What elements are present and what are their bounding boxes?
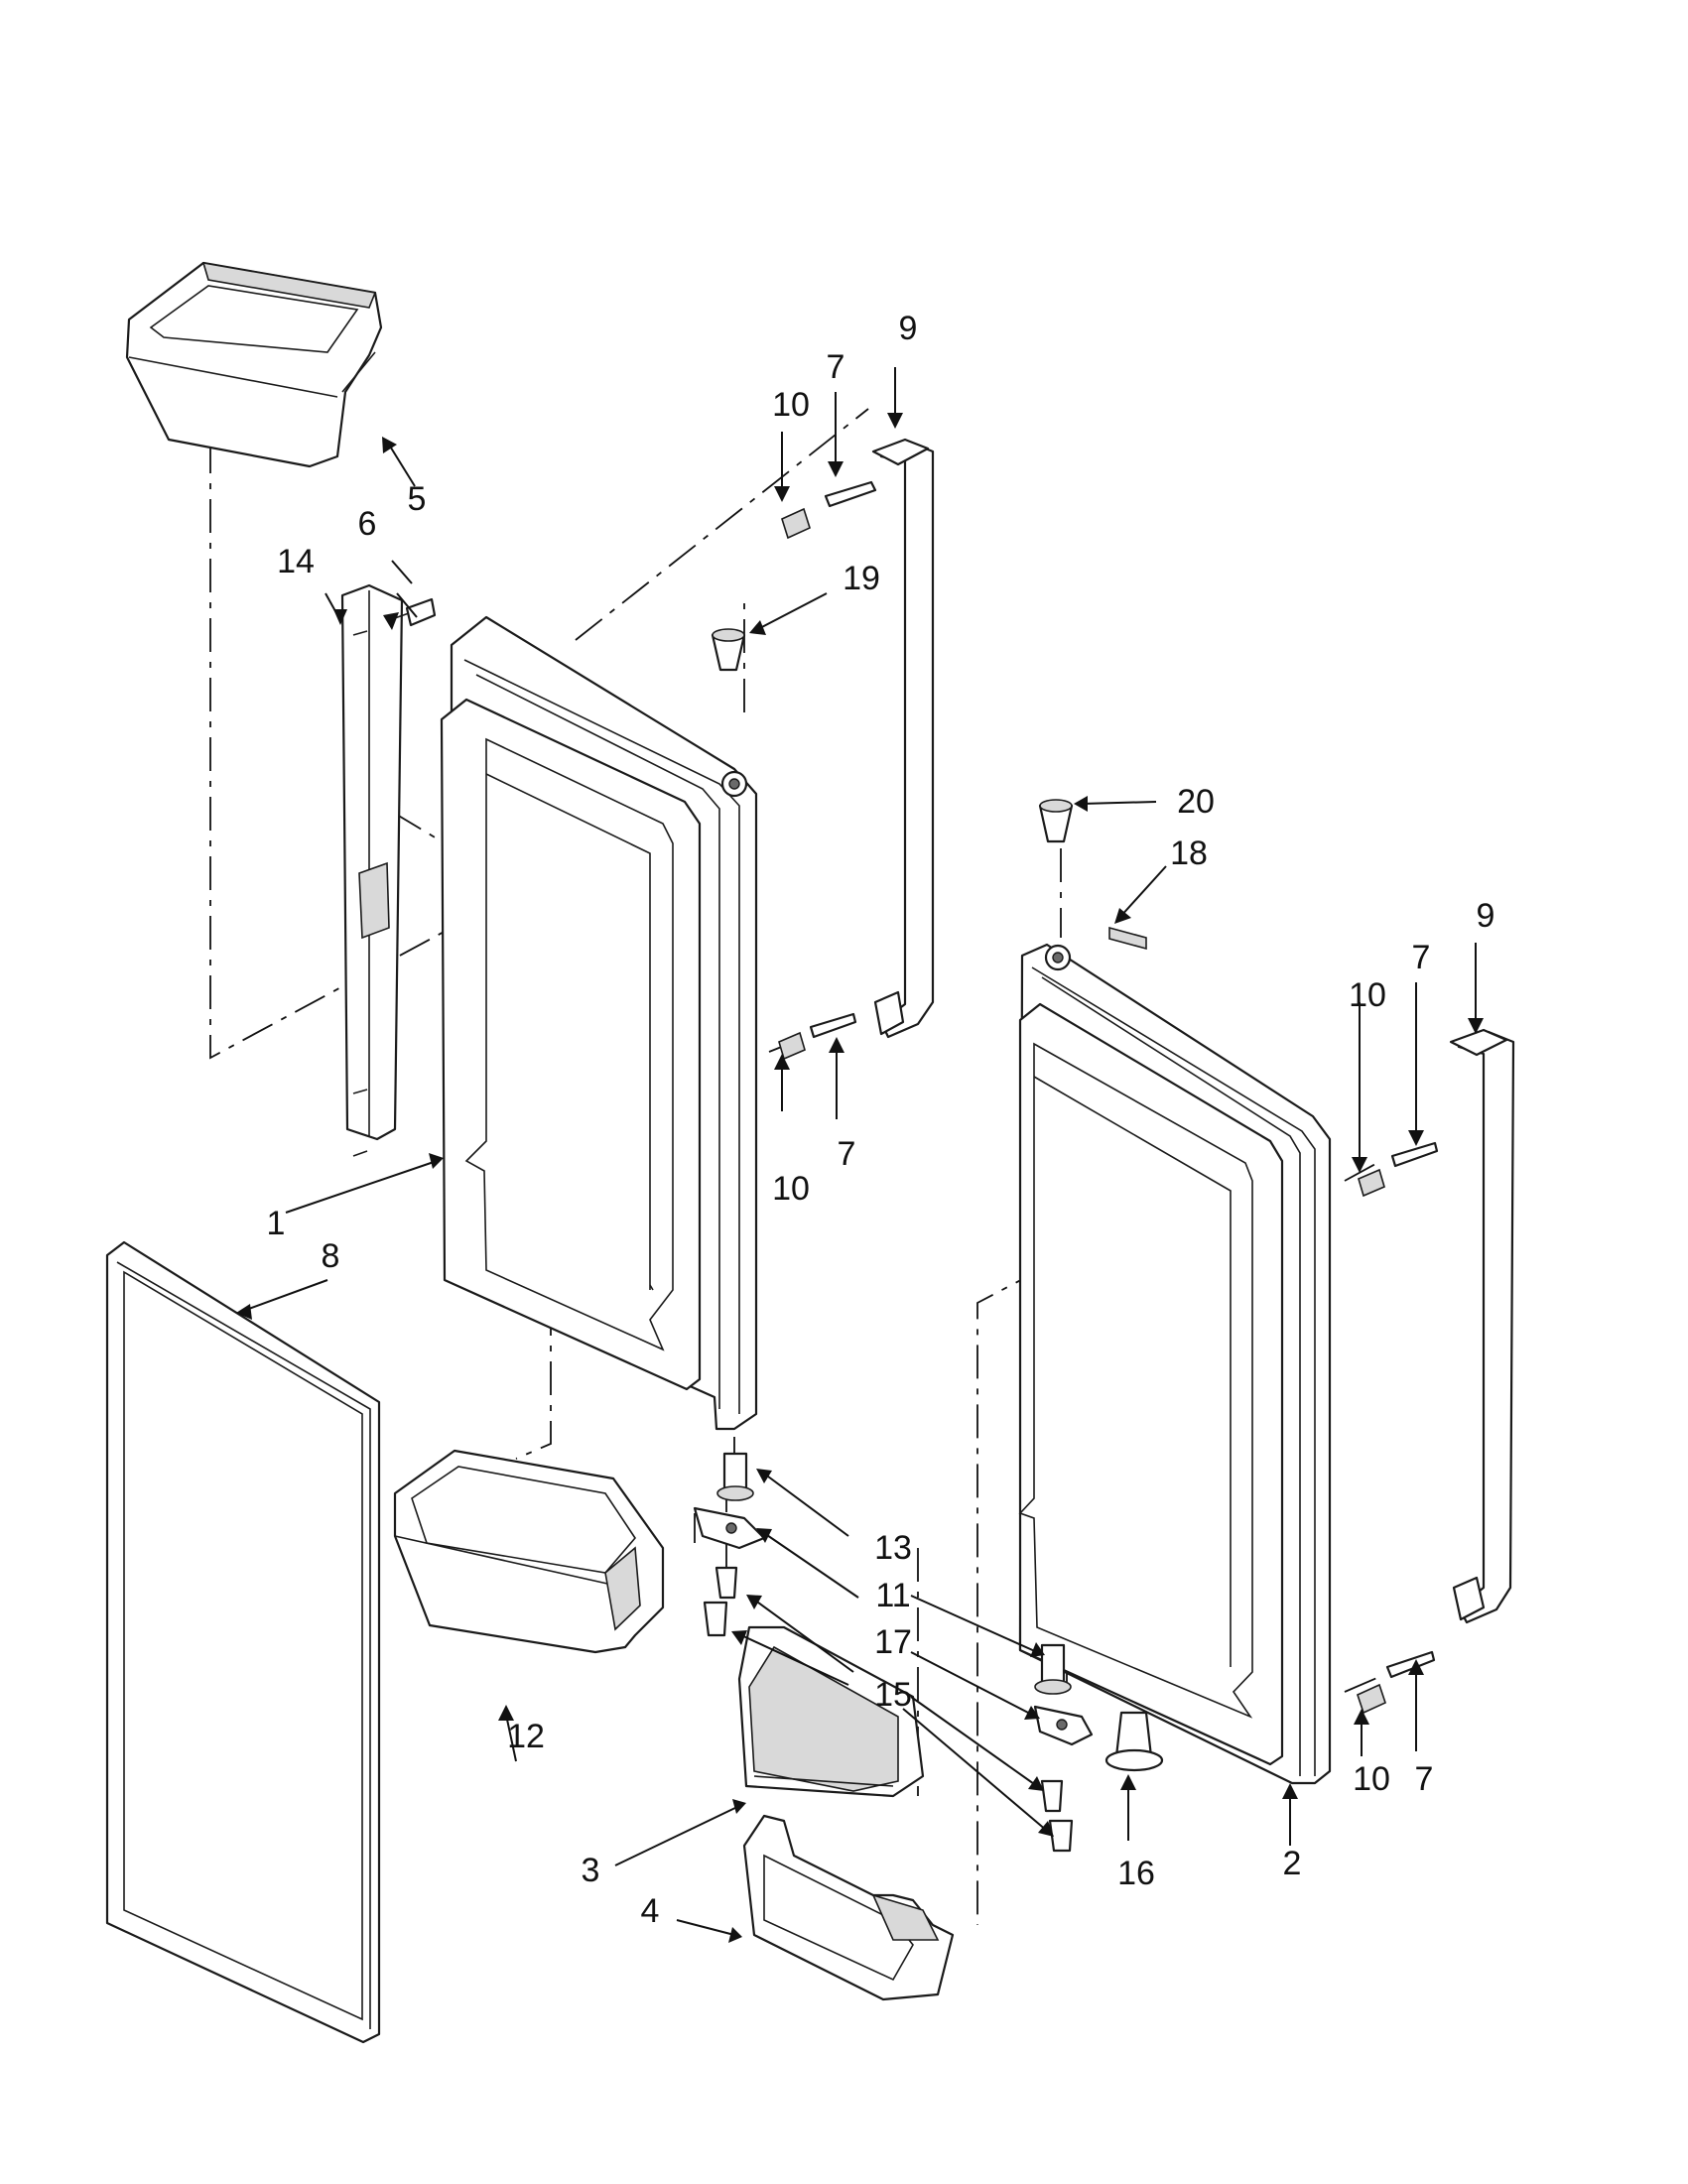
callout-13: 13	[874, 1529, 912, 1567]
callout-19: 19	[843, 560, 880, 597]
callout-10-right-top: 10	[1349, 976, 1386, 1014]
hinge-bracket-right	[1033, 1705, 1094, 1746]
callout-10-top: 10	[772, 386, 810, 424]
callout-7-mid-left: 7	[838, 1135, 856, 1173]
callout-9-left: 9	[899, 310, 918, 347]
door-bin-middle	[393, 1449, 665, 1654]
callout-18: 18	[1170, 835, 1208, 872]
callout-7-right-bottom: 7	[1415, 1760, 1434, 1798]
dispenser-cover	[737, 1625, 925, 1798]
callout-5: 5	[408, 480, 427, 518]
bushing-19	[711, 628, 746, 672]
leader-lines	[236, 367, 1484, 1943]
door-gasket	[105, 1240, 381, 2044]
callout-15: 15	[874, 1676, 912, 1714]
door-channel-strip	[340, 583, 404, 1157]
fasteners	[778, 480, 1439, 1715]
callout-12: 12	[507, 1718, 545, 1755]
handle-left	[871, 438, 935, 1039]
hinge-bracket-left	[693, 1506, 766, 1550]
hinge-screws	[703, 1566, 1074, 1853]
callout-8: 8	[322, 1237, 340, 1275]
callout-17: 17	[874, 1623, 912, 1661]
callout-1: 1	[267, 1205, 286, 1242]
callout-7-top: 7	[827, 348, 845, 386]
callout-10-right-bottom: 10	[1353, 1760, 1390, 1798]
bushing-20	[1038, 799, 1074, 843]
door-left	[440, 615, 758, 1431]
callout-2: 2	[1283, 1845, 1302, 1882]
hinge-pin-13	[716, 1452, 754, 1501]
door-right	[1018, 943, 1332, 1785]
callout-14: 14	[277, 543, 315, 580]
shim-18	[1108, 926, 1147, 951]
callout-10-mid-left: 10	[772, 1170, 810, 1208]
dispenser-base-bin	[742, 1814, 955, 2001]
callout-16: 16	[1117, 1855, 1155, 1892]
callout-3: 3	[582, 1852, 600, 1889]
handle-right	[1449, 1028, 1515, 1624]
door-bin-upper	[125, 261, 383, 468]
callout-9-right: 9	[1477, 897, 1495, 935]
callout-4: 4	[641, 1892, 660, 1930]
callout-11: 11	[875, 1577, 910, 1614]
callout-6: 6	[358, 505, 377, 543]
hinge-cap-16	[1104, 1711, 1164, 1772]
callout-labels: 1 2 3 4 5 6 7 7 7 7 8 9 9 10 10 10 10 11…	[267, 310, 1495, 1930]
callout-7-right-top: 7	[1412, 939, 1431, 976]
callout-20: 20	[1177, 783, 1215, 821]
hinge-pin-11	[1034, 1643, 1072, 1695]
